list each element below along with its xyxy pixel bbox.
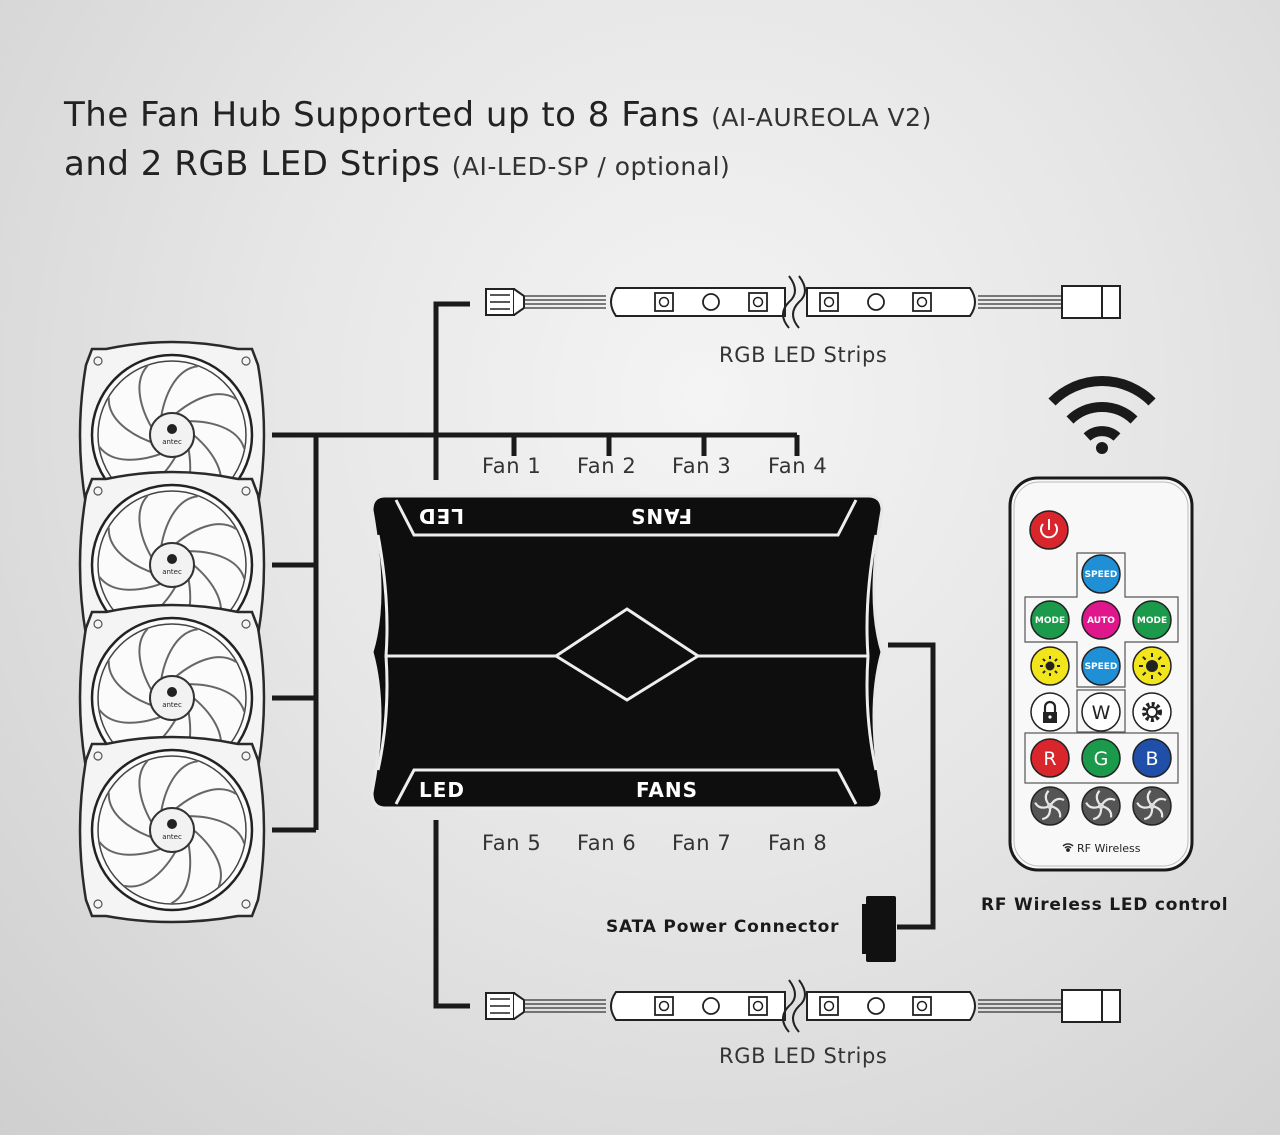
title-line-1-main: The Fan Hub Supported up to 8 Fans	[64, 95, 700, 135]
fan-labels-bottom: Fan 5 Fan 6 Fan 7 Fan 8	[482, 831, 827, 855]
fan-4-label: Fan 4	[768, 454, 827, 478]
title-line-2-main: and 2 RGB LED Strips	[64, 144, 441, 184]
hub-top-led-label: LED	[418, 504, 464, 528]
auto-button[interactable]: AUTO	[1081, 600, 1121, 640]
fan-stack: antec antec antec antec	[78, 340, 266, 924]
fan-6-label: Fan 6	[577, 831, 636, 855]
svg-text:B: B	[1145, 748, 1158, 770]
sata-connector	[862, 896, 896, 962]
title-line-2: and 2 RGB LED Strips (AI-LED-SP / option…	[64, 141, 932, 190]
blue-button[interactable]: B	[1132, 738, 1172, 778]
led-strip-top-label: RGB LED Strips	[719, 343, 887, 367]
page-title: The Fan Hub Supported up to 8 Fans (AI-A…	[64, 92, 932, 190]
fan-mode-1-button[interactable]	[1030, 786, 1070, 826]
svg-text:SPEED: SPEED	[1085, 662, 1118, 672]
fan-logo-text: antec	[162, 438, 182, 446]
fan-2-label: Fan 2	[577, 454, 636, 478]
rf-wifi-icon	[1062, 843, 1074, 852]
power-button[interactable]	[1029, 510, 1069, 550]
speed-up-button[interactable]: SPEED	[1081, 554, 1121, 594]
brightness-up-button[interactable]	[1132, 646, 1172, 686]
fan-logo-icon	[167, 424, 177, 434]
fan-logo-icon	[167, 554, 177, 564]
fan-7-label: Fan 7	[672, 831, 731, 855]
fan-logo-icon	[167, 687, 177, 697]
fan-labels-top: Fan 1 Fan 2 Fan 3 Fan 4	[482, 454, 827, 478]
fan-1-label: Fan 1	[482, 454, 541, 478]
title-line-2-sub: (AI-LED-SP / optional)	[451, 152, 731, 181]
wifi-icon	[1048, 375, 1156, 454]
svg-text:MODE: MODE	[1137, 616, 1167, 626]
fan-4: antec	[78, 735, 266, 924]
fan-logo-text: antec	[162, 833, 182, 841]
svg-text:MODE: MODE	[1035, 616, 1065, 626]
brightness-down-button[interactable]	[1030, 646, 1070, 686]
mode-up-button[interactable]: MODE	[1132, 600, 1172, 640]
red-button[interactable]: R	[1030, 738, 1070, 778]
svg-text:W: W	[1092, 702, 1111, 724]
svg-text:SPEED: SPEED	[1085, 570, 1118, 580]
fan-5-label: Fan 5	[482, 831, 541, 855]
speed-down-button[interactable]: SPEED	[1081, 646, 1121, 686]
green-button[interactable]: G	[1081, 738, 1121, 778]
fan-mode-2-button[interactable]	[1081, 786, 1121, 826]
fan-8-label: Fan 8	[768, 831, 827, 855]
fan-3-label: Fan 3	[672, 454, 731, 478]
svg-text:AUTO: AUTO	[1087, 616, 1115, 626]
svg-text:R: R	[1043, 748, 1056, 770]
fan-logo-icon	[167, 819, 177, 829]
hub-bottom-led-label: LED	[419, 778, 465, 802]
lock-button[interactable]	[1030, 692, 1070, 732]
white-button[interactable]: W	[1081, 692, 1121, 732]
mode-down-button[interactable]: MODE	[1030, 600, 1070, 640]
hub-bottom-fans-label: FANS	[636, 778, 698, 802]
fan-logo-text: antec	[162, 701, 182, 709]
rf-remote: SPEED MODE AUTO MODE SPEED W R G B RF Wireless	[1008, 476, 1194, 872]
title-line-1-sub: (AI-AUREOLA V2)	[711, 103, 932, 132]
led-strip-bottom-label: RGB LED Strips	[719, 1044, 887, 1068]
fan-hub: LED FANS LED FANS	[370, 494, 884, 810]
sata-label: SATA Power Connector	[606, 917, 839, 937]
fan-logo-text: antec	[162, 568, 182, 576]
remote-label: RF Wireless LED control	[981, 895, 1228, 915]
svg-text:G: G	[1094, 748, 1109, 770]
hub-top-fans-label: FANS	[630, 504, 692, 528]
settings-button[interactable]	[1132, 692, 1172, 732]
rgb-led-strip-top	[485, 275, 1121, 329]
rgb-led-strip-bottom	[485, 979, 1121, 1033]
wiring-lines	[272, 301, 936, 1009]
title-line-1: The Fan Hub Supported up to 8 Fans (AI-A…	[64, 92, 932, 141]
remote-footer-label: RF Wireless	[1077, 842, 1141, 855]
fan-mode-3-button[interactable]	[1132, 786, 1172, 826]
